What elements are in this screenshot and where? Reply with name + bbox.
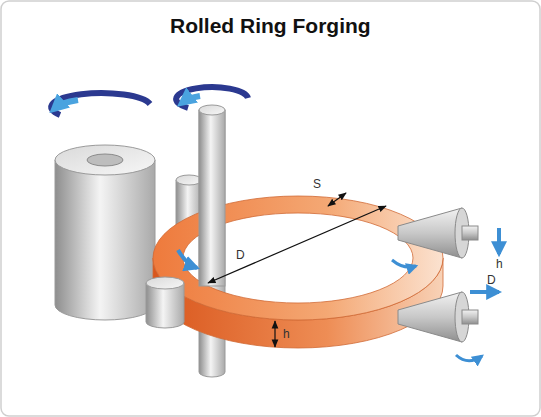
- cone-rotation-arrow: [456, 355, 482, 361]
- axial-cone-roll: [398, 208, 462, 258]
- mandrel: [199, 110, 225, 286]
- axial-cone-shaft: [462, 226, 478, 240]
- dimension-label: D: [236, 249, 245, 262]
- cone-rotation-arrow: [392, 260, 416, 267]
- diagram-title: Rolled Ring Forging: [170, 14, 371, 38]
- dimension-label: h: [283, 328, 290, 341]
- ring-rotation-arrow: [178, 250, 197, 268]
- axial-cone-shaft: [462, 310, 478, 324]
- dimension-label: D: [487, 274, 496, 287]
- main-roll: [55, 160, 155, 320]
- guide-roll-top: [176, 175, 202, 185]
- main-roll-bore: [87, 154, 123, 166]
- wall-dimension: [328, 193, 346, 206]
- rotation-arrow: [51, 93, 150, 115]
- guide-roll-top: [146, 277, 184, 289]
- rotation-arrow: [183, 96, 200, 102]
- diameter-dimension: [208, 206, 386, 283]
- mandrel-top: [199, 105, 225, 115]
- dimension-label: h: [496, 258, 503, 271]
- guide-roll: [146, 283, 184, 328]
- rotation-arrow: [55, 100, 78, 108]
- feed-arrow: [497, 228, 501, 254]
- feed-arrow: [470, 290, 499, 294]
- height-dimension: [274, 321, 275, 347]
- ring-top: [153, 196, 443, 320]
- dimension-label: S: [313, 178, 321, 191]
- main-roll-top: [55, 145, 155, 175]
- axial-cone-roll: [398, 292, 462, 342]
